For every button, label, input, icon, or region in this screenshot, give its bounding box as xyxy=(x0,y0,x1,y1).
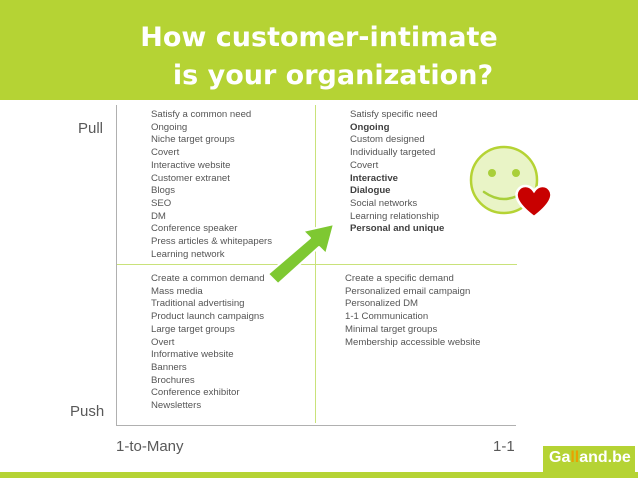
x-axis xyxy=(116,425,516,426)
title-line-1: How customer-intimate xyxy=(140,22,498,53)
quadrant-item: SEO xyxy=(151,197,172,209)
quadrant-item: Large target groups xyxy=(151,323,235,335)
brand-badge xyxy=(543,446,635,472)
quadrant-item: Banners xyxy=(151,361,187,373)
title-banner: How customer-intimate is your organizati… xyxy=(0,0,638,100)
quadrant-item: Ongoing xyxy=(350,121,390,133)
quadrant-item: Product launch campaigns xyxy=(151,311,265,323)
quadrant-item: Custom designed xyxy=(350,134,425,146)
quadrant-item: Learning network xyxy=(151,248,225,260)
smiley-face-icon xyxy=(469,145,553,219)
y-axis-bottom-label: Push xyxy=(70,403,105,420)
quadrant-item: Individually targeted xyxy=(350,147,436,159)
quadrant-item: Interactive website xyxy=(151,159,231,171)
y-axis xyxy=(116,105,117,425)
quadrant-item: Informative website xyxy=(151,349,234,361)
quadrant-item: Brochures xyxy=(151,374,195,386)
x-axis-right-label: 1-1 xyxy=(493,438,515,455)
quadrant-item: Newsletters xyxy=(151,400,202,412)
quadrant-item: Covert xyxy=(151,147,180,159)
quadrant-item: Press articles & whitepapers xyxy=(151,236,273,248)
quadrant-item: 1-1 Communication xyxy=(345,311,429,323)
title-line-2: is your organization? xyxy=(172,60,494,91)
arrow-up-right-icon xyxy=(267,223,335,285)
quadrant-item: Ongoing xyxy=(151,121,188,133)
quadrant-item: Create a common demand xyxy=(151,273,265,284)
quadrant-item: Personalized DM xyxy=(345,298,419,310)
y-axis-top-label: Pull xyxy=(78,120,104,137)
quadrant-item: Minimal target groups xyxy=(345,323,438,335)
quadrant-item: Covert xyxy=(350,159,379,171)
quadrant-item: Satisfy a common need xyxy=(151,109,252,120)
quadrant-item: Personal and unique xyxy=(350,223,445,235)
quadrant-item: Learning relationship xyxy=(350,210,440,222)
heart-icon xyxy=(515,184,553,219)
quadrant-item: Conference speaker xyxy=(151,223,238,235)
quadrant-item: Overt xyxy=(151,336,175,348)
quadrant-item: Customer extranet xyxy=(151,172,230,184)
quadrant-item: Create a specific demand xyxy=(345,273,454,284)
quadrant-item: Personalized email campaign xyxy=(345,285,471,297)
brand-logo: Galland.be xyxy=(549,449,631,466)
quadrant-item: Membership accessible website xyxy=(345,336,481,348)
quadrant-item: Traditional advertising xyxy=(151,298,245,310)
quadrant-item: Mass media xyxy=(151,285,203,297)
horizontal-divider xyxy=(117,264,517,265)
quadrant-item: Blogs xyxy=(151,185,175,197)
footer-bar xyxy=(0,472,638,478)
quadrant-item: DM xyxy=(151,210,166,222)
quadrant-item: Dialogue xyxy=(350,185,391,197)
quadrant-item: Satisfy specific need xyxy=(350,109,438,120)
quadrant-item: Social networks xyxy=(350,197,418,209)
x-axis-left-label: 1-to-Many xyxy=(116,438,184,455)
quadrant-item: Niche target groups xyxy=(151,134,235,146)
quadrant-item: Interactive xyxy=(350,172,398,184)
quadrant-item: Conference exhibitor xyxy=(151,387,240,399)
